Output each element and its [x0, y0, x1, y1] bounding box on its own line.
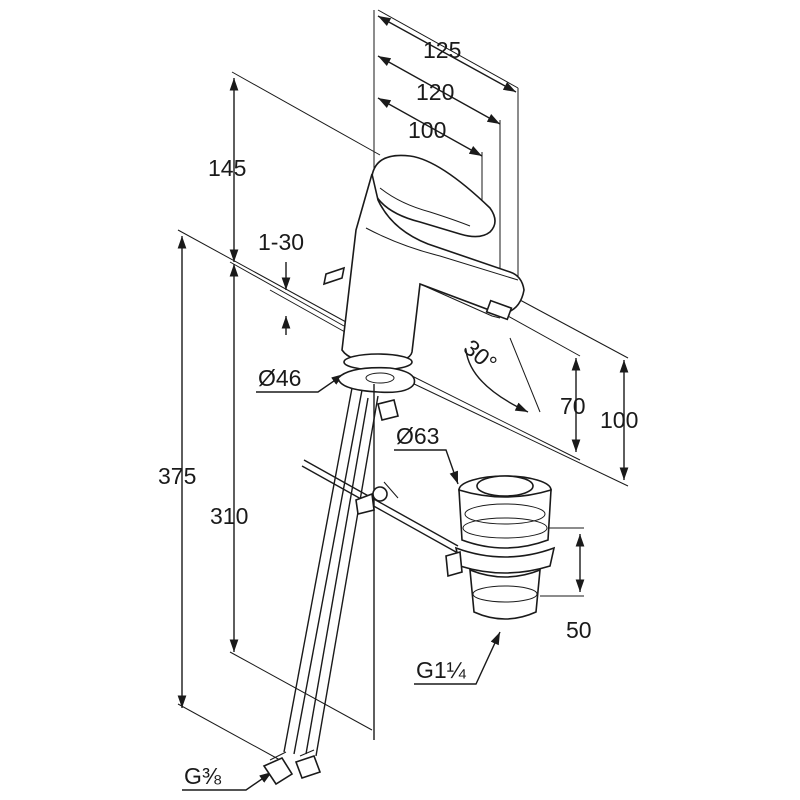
dim-deck-thickness: 1-30	[258, 229, 304, 255]
dim-145: 145	[208, 155, 246, 181]
dim-angle-30: 30°	[459, 334, 502, 376]
dim-375: 375	[158, 463, 196, 489]
pop-up-waste	[445, 475, 556, 620]
dim-120: 120	[416, 79, 454, 105]
dim-thread-g114: G1¼	[416, 657, 467, 683]
faucet-body	[322, 154, 525, 740]
supply-hoses	[262, 387, 379, 786]
dimension-labels: 125 120 100 145 1-30 Ø46 30° 70 100 375 …	[158, 37, 638, 789]
dim-diameter-46: Ø46	[258, 365, 301, 391]
dimension-lines	[177, 9, 629, 791]
dim-125: 125	[423, 37, 461, 63]
dim-thread-g38: G⅜	[184, 763, 222, 789]
dim-310: 310	[210, 503, 248, 529]
dim-100-reach: 100	[408, 117, 446, 143]
dim-70: 70	[560, 393, 586, 419]
dim-diameter-63: Ø63	[396, 423, 439, 449]
dim-50: 50	[566, 617, 592, 643]
dim-100-height: 100	[600, 407, 638, 433]
popup-linkage	[301, 459, 459, 553]
